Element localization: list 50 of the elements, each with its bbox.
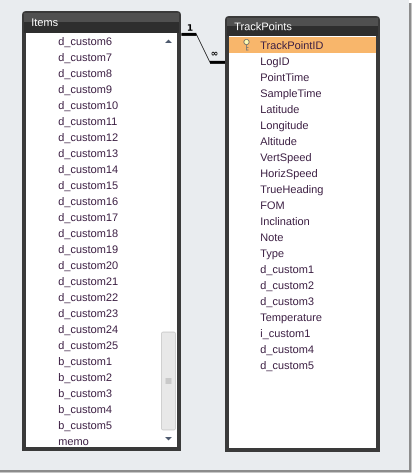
field-name: d_custom1 — [260, 265, 314, 276]
field-name: Latitude — [261, 105, 299, 114]
field-name: TrueHeading — [260, 185, 323, 196]
field-name: SampleTime — [260, 89, 322, 100]
selected-row: TrackPointID — [229, 37, 376, 53]
field-name: d_custom2 — [260, 281, 314, 292]
field-name: Longitude — [261, 121, 308, 132]
field-name: d_custom8 — [58, 69, 112, 80]
field-name: LogID — [261, 57, 290, 68]
field-name: d_custom23 — [58, 309, 118, 320]
field-name: d_custom10 — [58, 101, 118, 112]
field-name: d_custom21 — [58, 277, 118, 288]
field-name: Inclination — [261, 217, 309, 226]
field-name: d_custom6 — [58, 37, 112, 48]
field-name: d_custom14 — [58, 165, 118, 176]
relationship-line — [181, 32, 226, 64]
field-name: PointTime — [261, 73, 309, 82]
field-name: d_custom17 — [58, 213, 118, 224]
cardinality-label: ∞ — [212, 52, 218, 56]
field-name: d_custom16 — [58, 197, 118, 208]
field-name: b_custom5 — [58, 421, 112, 432]
field-name: b_custom2 — [58, 373, 112, 384]
field-name: d_custom22 — [58, 293, 118, 304]
field-name: Altitude — [260, 137, 296, 146]
field-name: d_custom4 — [260, 345, 314, 356]
cardinality-label: 1 — [188, 24, 193, 31]
field-name: d_custom11 — [58, 117, 117, 128]
field-name: Note — [261, 233, 283, 242]
field-name: VertSpeed — [260, 153, 311, 164]
field-name: memo — [58, 439, 88, 446]
field-name: d_custom9 — [58, 85, 112, 96]
field-name: d_custom19 — [58, 245, 118, 256]
field-name: Temperature — [260, 313, 322, 324]
field-name: d_custom7 — [58, 53, 112, 64]
field-name: b_custom4 — [58, 405, 112, 416]
field-name: Type — [260, 249, 284, 260]
field-name: b_custom3 — [58, 389, 112, 400]
field-name: d_custom12 — [58, 133, 118, 144]
field-name: d_custom20 — [58, 261, 118, 272]
field-name: b_custom1 — [58, 357, 112, 368]
field-name: d_custom15 — [58, 181, 118, 192]
field-name: FOM — [261, 201, 284, 210]
field-name: d_custom24 — [58, 325, 118, 336]
field-name: d_custom25 — [58, 341, 118, 352]
field-name: HorizSpeed — [261, 169, 317, 180]
field-name: d_custom18 — [58, 229, 118, 240]
field-name: d_custom13 — [58, 149, 118, 160]
field-name: d_custom5 — [260, 361, 314, 372]
field-name: d_custom3 — [260, 297, 314, 308]
field-name: i_custom1 — [260, 329, 310, 340]
